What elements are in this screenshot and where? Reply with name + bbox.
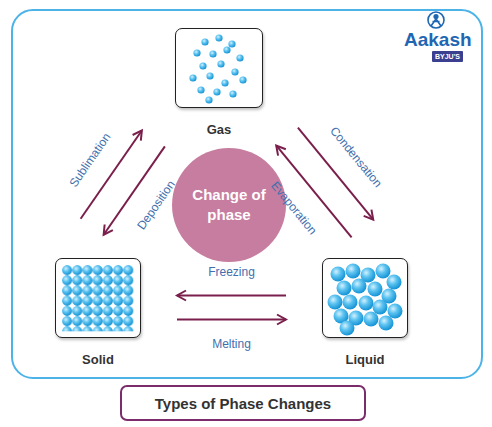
solid-lattice	[62, 265, 133, 331]
arrow-label: Melting	[212, 337, 251, 351]
arrow-shaft	[81, 130, 142, 218]
phase-arrow	[177, 291, 286, 301]
liquid-box: Liquid	[322, 258, 408, 368]
illustration-frame	[322, 258, 408, 338]
arrow-label: Freezing	[208, 265, 255, 279]
illustration-frame	[175, 28, 263, 108]
phase-arrow	[81, 130, 142, 218]
phase-arrow	[104, 146, 165, 234]
arrow-label: Condensation	[327, 124, 385, 190]
state-label: Liquid	[322, 352, 408, 368]
logo-wordmark: Aakash	[404, 29, 472, 51]
circle-label: Change of phase	[187, 185, 271, 225]
arrow-head	[133, 130, 142, 140]
arrow-head	[277, 315, 286, 325]
arrow-head	[104, 224, 113, 234]
liquid-particles	[328, 264, 403, 336]
arrow-head	[364, 210, 374, 220]
solid-box: Solid	[55, 258, 141, 368]
arrow-label: Sublimation	[66, 130, 113, 190]
phase-arrow	[177, 315, 286, 325]
arrow-head	[177, 291, 186, 301]
arrow-shaft	[177, 295, 286, 297]
arrow-head	[276, 145, 286, 155]
state-label: Solid	[55, 352, 141, 368]
caption-box: Types of Phase Changes	[120, 385, 366, 421]
gas-box: Gas	[175, 28, 263, 138]
logo-icon	[428, 12, 444, 28]
arrow-shaft	[104, 146, 165, 234]
center-circle: Change of phase	[172, 148, 286, 262]
gas-particles	[189, 34, 246, 103]
caption-text: Types of Phase Changes	[155, 395, 331, 412]
arrow-shaft	[177, 319, 286, 321]
logo-subbrand: BYJU'S	[432, 51, 463, 62]
state-label: Gas	[175, 122, 263, 138]
arrow-label: Deposition	[134, 178, 178, 233]
illustration-frame	[55, 258, 141, 338]
